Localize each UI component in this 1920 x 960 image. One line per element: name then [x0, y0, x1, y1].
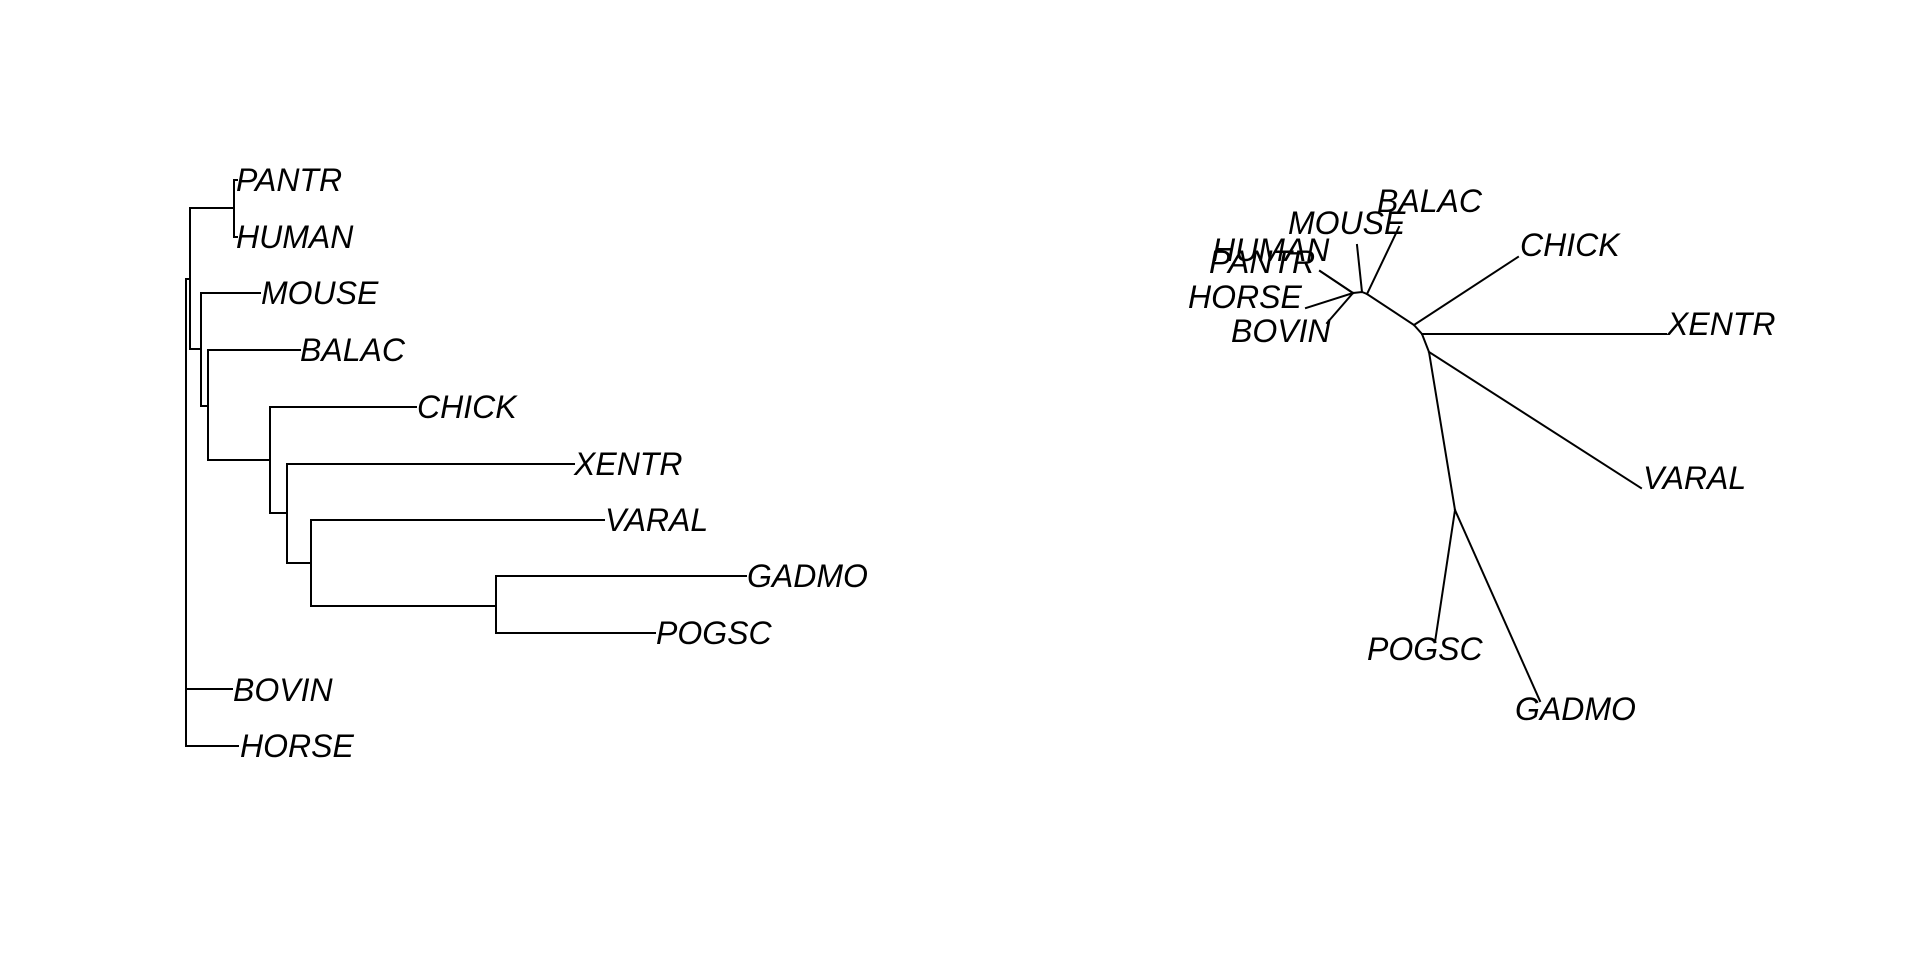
unrooted-panel: BALAC MOUSE HUMAN PANTR HORSE BOVIN CHIC…: [1188, 183, 1775, 727]
phylogram-branches: [185, 179, 747, 747]
unrooted-branches: [1304, 225, 1667, 703]
tip-label-gadmo: GADMO: [747, 558, 868, 594]
edge-pogsc: [1433, 508, 1457, 644]
tip-label-bovin: BOVIN: [1231, 313, 1331, 349]
phylogram-panel: PANTR HUMAN MOUSE BALAC CHICK XENTR VARA…: [185, 162, 868, 764]
tip-label-chick: CHICK: [1520, 227, 1621, 263]
tip-label-gadmo: GADMO: [1515, 691, 1636, 727]
tip-label-xentr: XENTR: [1666, 306, 1775, 342]
tip-label-chick: CHICK: [417, 389, 518, 425]
tip-label-balac: BALAC: [300, 332, 406, 368]
edge-gadmo: [1453, 508, 1542, 703]
tip-label-horse: HORSE: [1188, 279, 1302, 315]
tip-label-varal: VARAL: [605, 502, 708, 538]
tip-label-human: HUMAN: [236, 219, 354, 255]
tip-label-balac: BALAC: [1377, 183, 1483, 219]
tip-label-bovin: BOVIN: [233, 672, 333, 708]
edge-balac: [1365, 225, 1401, 296]
edge-pantr: [1318, 269, 1355, 295]
tip-label-pantr: PANTR: [1209, 244, 1315, 280]
tip-label-pogsc: POGSC: [656, 615, 772, 651]
edge-varal: [1427, 350, 1643, 490]
tip-label-varal: VARAL: [1643, 460, 1746, 496]
phylogram-tip-labels: PANTR HUMAN MOUSE BALAC CHICK XENTR VARA…: [233, 162, 868, 764]
edge-bovin: [1325, 291, 1355, 325]
tip-label-pogsc: POGSC: [1367, 631, 1483, 667]
unrooted-backbone: [1351, 290, 1457, 512]
edge-chick: [1412, 255, 1520, 327]
tip-label-xentr: XENTR: [573, 446, 682, 482]
edge-mouse: [1355, 243, 1364, 294]
tip-label-mouse: MOUSE: [1288, 205, 1406, 241]
tip-label-human: HUMAN: [1212, 232, 1330, 268]
tip-label-pantr: PANTR: [236, 162, 342, 198]
edge-horse: [1304, 291, 1355, 310]
unrooted-tip-labels: BALAC MOUSE HUMAN PANTR HORSE BOVIN CHIC…: [1188, 183, 1775, 727]
tip-label-horse: HORSE: [240, 728, 354, 764]
tip-label-mouse: MOUSE: [261, 275, 379, 311]
